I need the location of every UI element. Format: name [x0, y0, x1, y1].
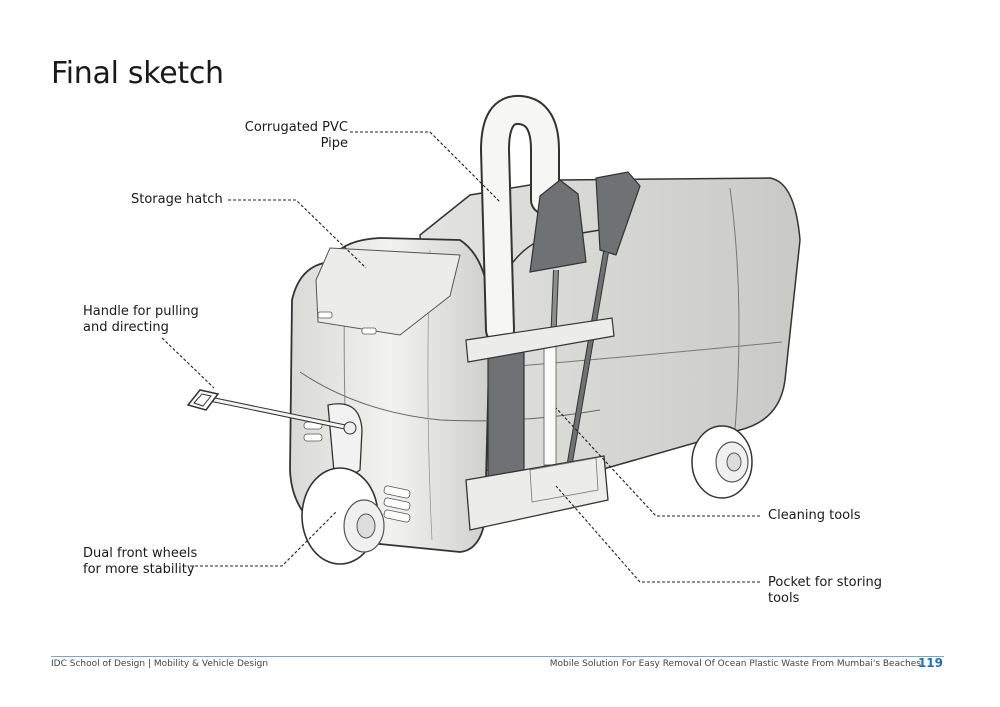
leader-lines [161, 131, 760, 583]
pull-handle[interactable] [186, 389, 357, 435]
leader-wheels [190, 511, 337, 567]
tool-bracket [465, 317, 615, 363]
callout-tool-pocket: Pocket for storing tools [768, 575, 883, 606]
page-title: Final sketch [51, 56, 224, 91]
corrugated-pipe [479, 95, 560, 481]
tool-pocket[interactable] [465, 455, 609, 531]
callout-storage-hatch: Storage hatch [131, 192, 223, 207]
front-wheels [301, 403, 385, 565]
rear-wheel [691, 425, 753, 499]
storage-hatch[interactable] [315, 247, 461, 336]
page-number: 119 [917, 656, 943, 670]
callout-cleaning-tools: Cleaning tools [768, 508, 861, 523]
footer-school: IDC School of Design | Mobility & Vehicl… [51, 659, 269, 669]
leader-hatch [228, 199, 367, 269]
leader-cleaning [555, 407, 760, 517]
callout-handle: Handle for pulling and directing [83, 304, 199, 335]
callout-front-wheels: Dual front wheels for more stability [83, 546, 198, 577]
leader-pocket [555, 485, 760, 583]
footer-project-title: Mobile Solution For Easy Removal Of Ocea… [549, 659, 921, 669]
cleaning-tools [529, 171, 641, 471]
footer-divider [51, 656, 944, 657]
callout-corrugated-pipe: Corrugated PVC Pipe [244, 120, 348, 151]
leader-pipe [350, 131, 501, 203]
leader-handle [161, 337, 215, 389]
